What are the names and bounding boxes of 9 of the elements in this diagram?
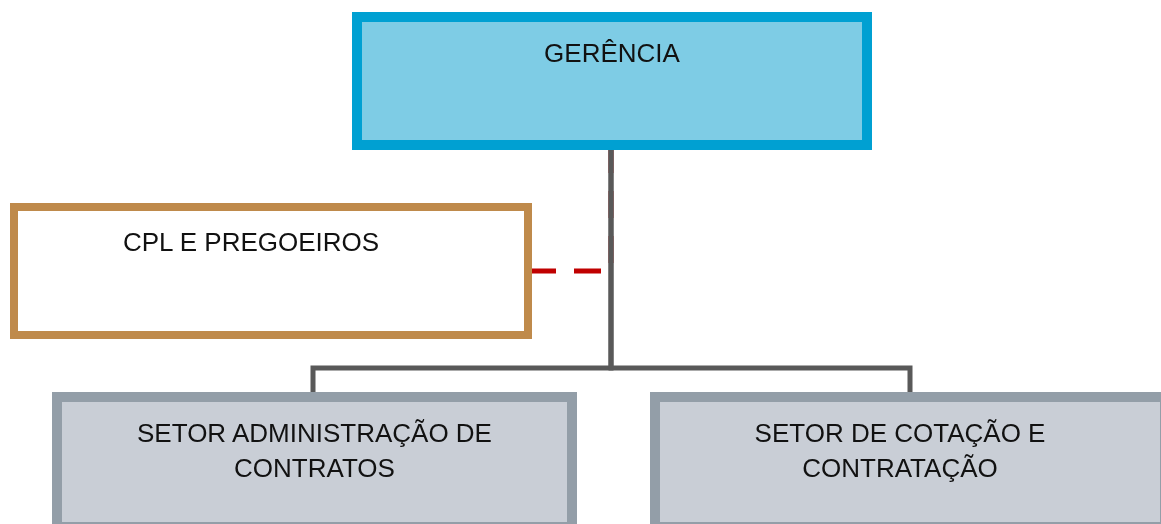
org-box <box>352 12 872 150</box>
connector-line <box>608 150 913 392</box>
box-label: GERÊNCIA <box>544 37 680 70</box>
box-label: SETOR ADMINISTRAÇÃO DE CONTRATOS <box>136 417 493 486</box>
org-box <box>10 203 532 339</box>
box-label: SETOR DE COTAÇÃO E CONTRATAÇÃO <box>753 417 1047 486</box>
org-box <box>52 392 577 524</box>
box-label: CPL E PREGOEIROS <box>122 226 381 259</box>
org-box <box>650 392 1161 524</box>
